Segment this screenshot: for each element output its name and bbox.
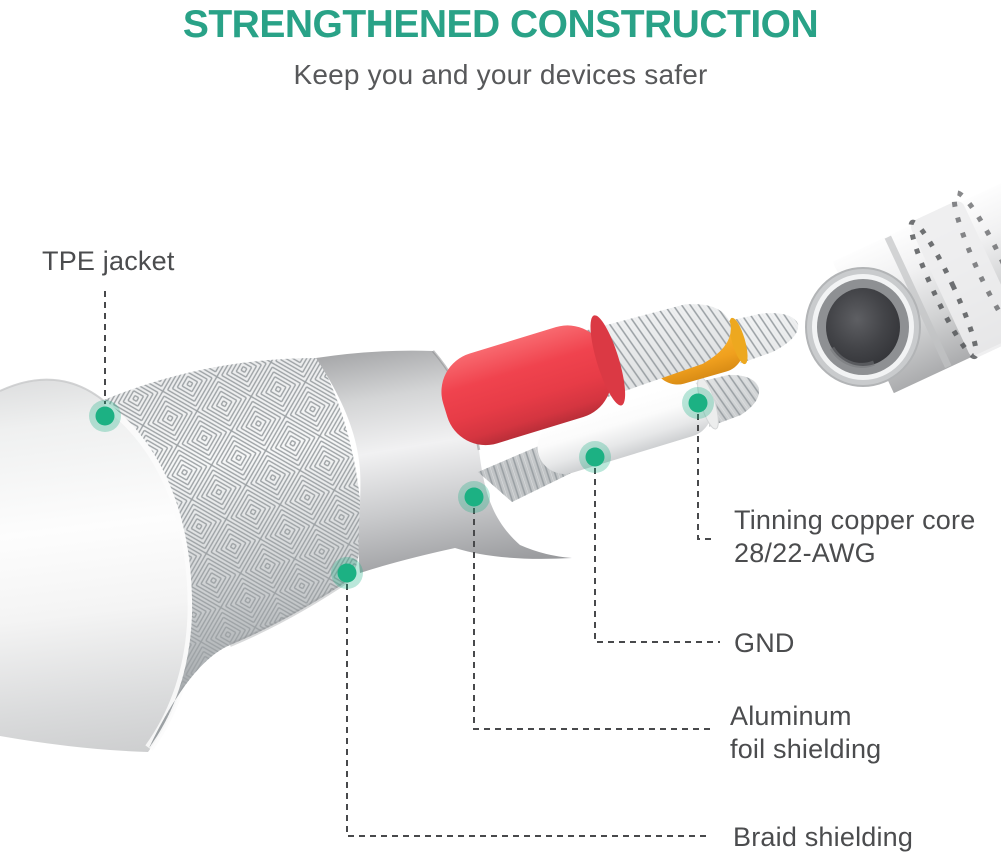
marker-tpe-jacket	[89, 400, 121, 432]
tpe-jacket-top-edge	[0, 378, 105, 402]
page-title: STRENGTHENED CONSTRUCTION	[182, 3, 819, 46]
label-aluminum-foil-line2: foil shielding	[730, 734, 882, 764]
label-aluminum-foil: Aluminum foil shielding	[730, 700, 881, 766]
label-aluminum-foil-line1: Aluminum	[730, 701, 852, 731]
label-copper-core: Tinning copper core 28/22-AWG	[734, 504, 975, 570]
connector-bore	[826, 288, 900, 366]
yellow-wire-cut-face	[729, 317, 748, 365]
header: STRENGTHENED CONSTRUCTION Keep you and y…	[0, 0, 1001, 91]
leader-braid	[346, 584, 710, 837]
marker-braid	[331, 557, 363, 589]
label-copper-core-line1: Tinning copper core	[734, 505, 976, 535]
braid-shielding-layer	[104, 358, 361, 748]
braid-bottom-shadow	[229, 576, 354, 647]
label-braid-shielding: Braid shielding	[733, 822, 914, 852]
marker-copper-core	[682, 387, 714, 419]
label-gnd: GND	[734, 628, 795, 658]
signal-wire-red	[441, 304, 731, 446]
page-subtitle: Keep you and your devices safer	[293, 58, 708, 90]
connector-knurl-band	[910, 201, 1001, 358]
red-wire-cut-face	[590, 315, 626, 406]
leader-aluminum-foil	[473, 508, 714, 730]
tpe-jacket-body	[0, 379, 195, 752]
connector-knurl-ring	[908, 219, 979, 360]
gnd-wire	[537, 374, 760, 474]
red-wire-insulation	[441, 325, 612, 446]
gnd-wire-insulation	[537, 383, 713, 474]
label-tpe-jacket: TPE jacket	[42, 246, 175, 276]
label-copper-core-line2: 28/22-AWG	[734, 538, 876, 568]
connector-bore-highlight	[829, 346, 875, 368]
connector-barrel	[805, 139, 1001, 394]
leader-gnd	[594, 468, 720, 643]
leader-lines	[104, 291, 720, 837]
connector-groove	[884, 235, 952, 369]
leader-copper-core	[697, 414, 716, 540]
aluminum-foil-body	[316, 350, 572, 573]
braid-weave-texture	[104, 358, 361, 748]
marker-aluminum-foil	[458, 481, 490, 513]
callout-markers	[89, 387, 714, 589]
marker-gnd	[579, 441, 611, 473]
